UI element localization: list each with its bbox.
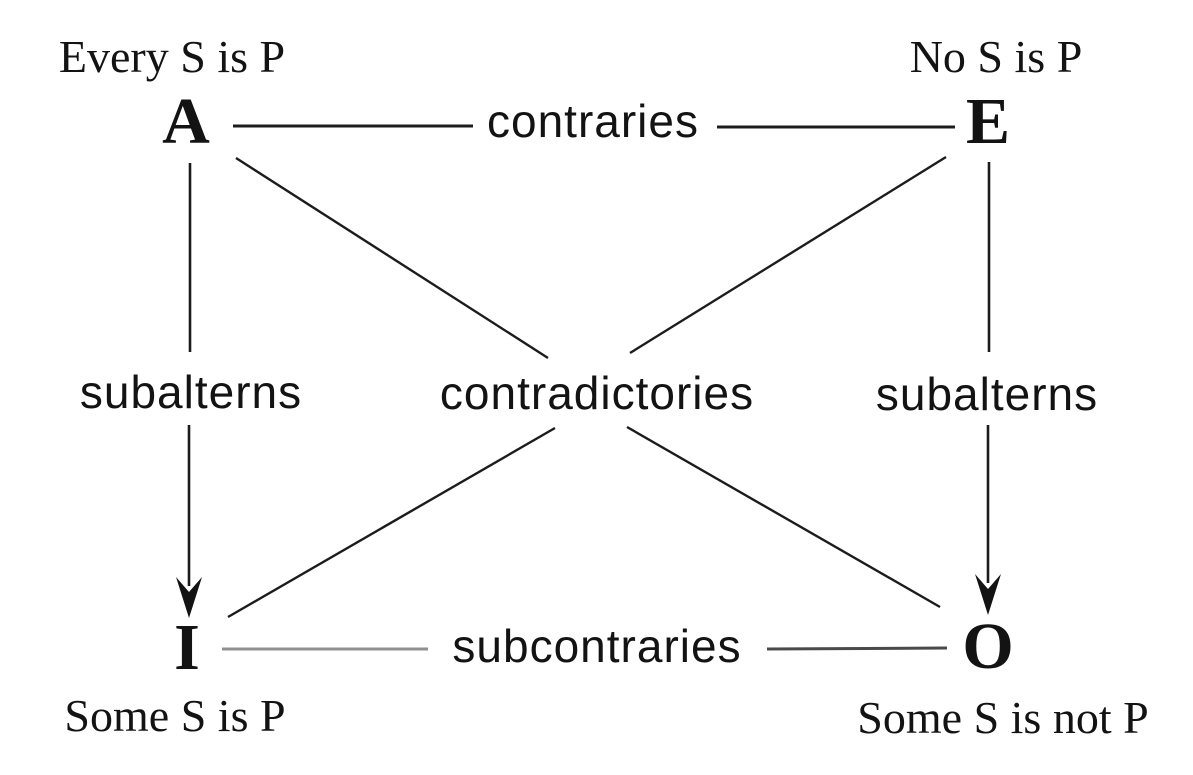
contradictories-line-e-center xyxy=(629,155,947,355)
relation-label-contraries: contraries xyxy=(487,95,699,147)
contradictories-line-center-o xyxy=(626,425,941,609)
relation-label-subcontraries: subcontraries xyxy=(452,620,742,672)
statement-no-s-is-p: No S is P xyxy=(909,31,1083,82)
contradictories-line-center-i xyxy=(227,426,556,619)
subalterns-right-arrowhead-icon xyxy=(975,574,1001,615)
subalterns-left-arrowhead-icon xyxy=(176,577,202,618)
contradictories-line-a-center xyxy=(235,156,549,360)
statement-some-s-is-p: Some S is P xyxy=(64,690,286,741)
subcontraries-line-right xyxy=(766,646,948,651)
relation-label-subalterns-right: subalterns xyxy=(875,368,1099,420)
relation-label-contradictories: contradictories xyxy=(439,367,755,419)
corner-letter-a: A xyxy=(162,85,210,158)
statement-every-s-is-p: Every S is P xyxy=(58,31,286,82)
corner-letter-i: I xyxy=(174,611,200,684)
statement-some-s-is-not-p: Some S is not P xyxy=(857,692,1149,743)
corner-letter-e: E xyxy=(965,85,1011,158)
relation-label-subalterns-left: subalterns xyxy=(79,366,303,418)
corner-letter-o: O xyxy=(962,610,1014,683)
